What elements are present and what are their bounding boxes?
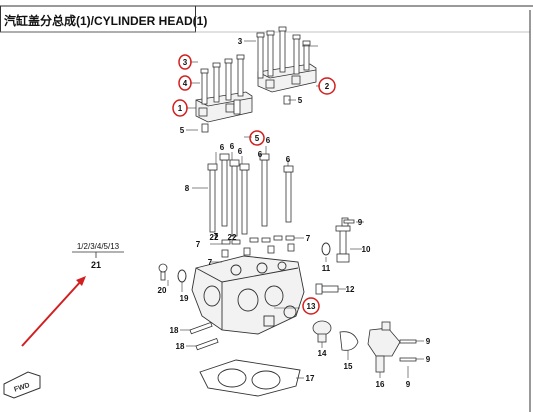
callout-5-lower: 5	[180, 126, 185, 135]
callout-6-a: 6	[220, 143, 225, 152]
callout-4: 4	[183, 79, 188, 88]
callout-6-d: 6	[258, 150, 263, 159]
callout-13: 13	[307, 302, 316, 311]
cylinder-head-body	[191, 255, 305, 335]
callout-5-upper: 5	[298, 96, 303, 105]
callout-6-e: 6	[266, 136, 271, 145]
callout-10: 10	[362, 245, 371, 254]
callout-9-b: 9	[426, 337, 431, 346]
diagram-title: 汽缸盖分总成(1)/CYLINDER HEAD(1)	[4, 14, 208, 28]
fwd-arrow	[3, 371, 41, 399]
callout-7-b: 7	[208, 258, 213, 267]
callout-7-a: 7	[196, 240, 201, 249]
plug-part-20	[158, 263, 168, 281]
dowels-part-18	[189, 321, 219, 351]
leader-lines	[167, 40, 424, 379]
callout-22-a: 22	[210, 233, 219, 242]
callout-18-a: 18	[170, 326, 179, 335]
callout-22-b: 22	[228, 233, 237, 242]
callout-labels: 1 2 3 4 5 13 3 5 5 6 6 6 6 6 6 7 7 7 7 8…	[158, 37, 431, 389]
oring-part-19	[177, 269, 187, 283]
red-pointer-arrow	[21, 276, 86, 347]
washers-row	[221, 235, 295, 258]
housing-part-16	[367, 321, 401, 373]
callout-18-b: 18	[176, 342, 185, 351]
bracket-part-1	[195, 91, 253, 123]
bolts-part-9	[343, 219, 417, 362]
callout-16: 16	[376, 380, 385, 389]
callout-8: 8	[185, 184, 190, 193]
callout-11: 11	[322, 264, 331, 273]
callout-6-f: 6	[286, 155, 291, 164]
callout-3: 3	[238, 37, 243, 46]
callout-1: 1	[178, 104, 183, 113]
callout-15: 15	[344, 362, 353, 371]
bolts-upper-left	[200, 54, 245, 133]
callout-9-d: 9	[406, 380, 411, 389]
callout-12: 12	[346, 285, 355, 294]
head-bolts	[207, 153, 294, 237]
callout-14: 14	[318, 349, 327, 358]
callout-circles	[172, 54, 336, 315]
callout-7-d: 7	[306, 234, 311, 243]
sensor-part-12	[315, 283, 339, 295]
head-gasket-part-17	[199, 359, 301, 397]
callout-2: 2	[325, 82, 330, 91]
callout-17: 17	[306, 374, 315, 383]
callout-9-c: 9	[426, 355, 431, 364]
callout-19: 19	[180, 294, 189, 303]
group-reference	[72, 251, 124, 258]
callout-6-b: 6	[230, 142, 235, 151]
callout-3-circled: 3	[183, 58, 188, 67]
group-number: 21	[91, 260, 101, 270]
oring-part-11	[321, 242, 331, 256]
bolts-upper-right	[256, 26, 311, 105]
callout-5-circled: 5	[255, 134, 260, 143]
group-label: 1/2/3/4/5/13	[77, 242, 120, 251]
sheet-frame	[0, 5, 533, 412]
fwd-label: FWD	[13, 382, 30, 394]
callout-9-a: 9	[358, 218, 363, 227]
sensor-part-10	[335, 217, 351, 263]
callout-6-c: 6	[238, 147, 243, 156]
callout-7-c: 7	[214, 232, 219, 241]
callout-20: 20	[158, 286, 167, 295]
gasket-part-15	[339, 331, 359, 351]
thermostat-part-14	[312, 320, 332, 343]
